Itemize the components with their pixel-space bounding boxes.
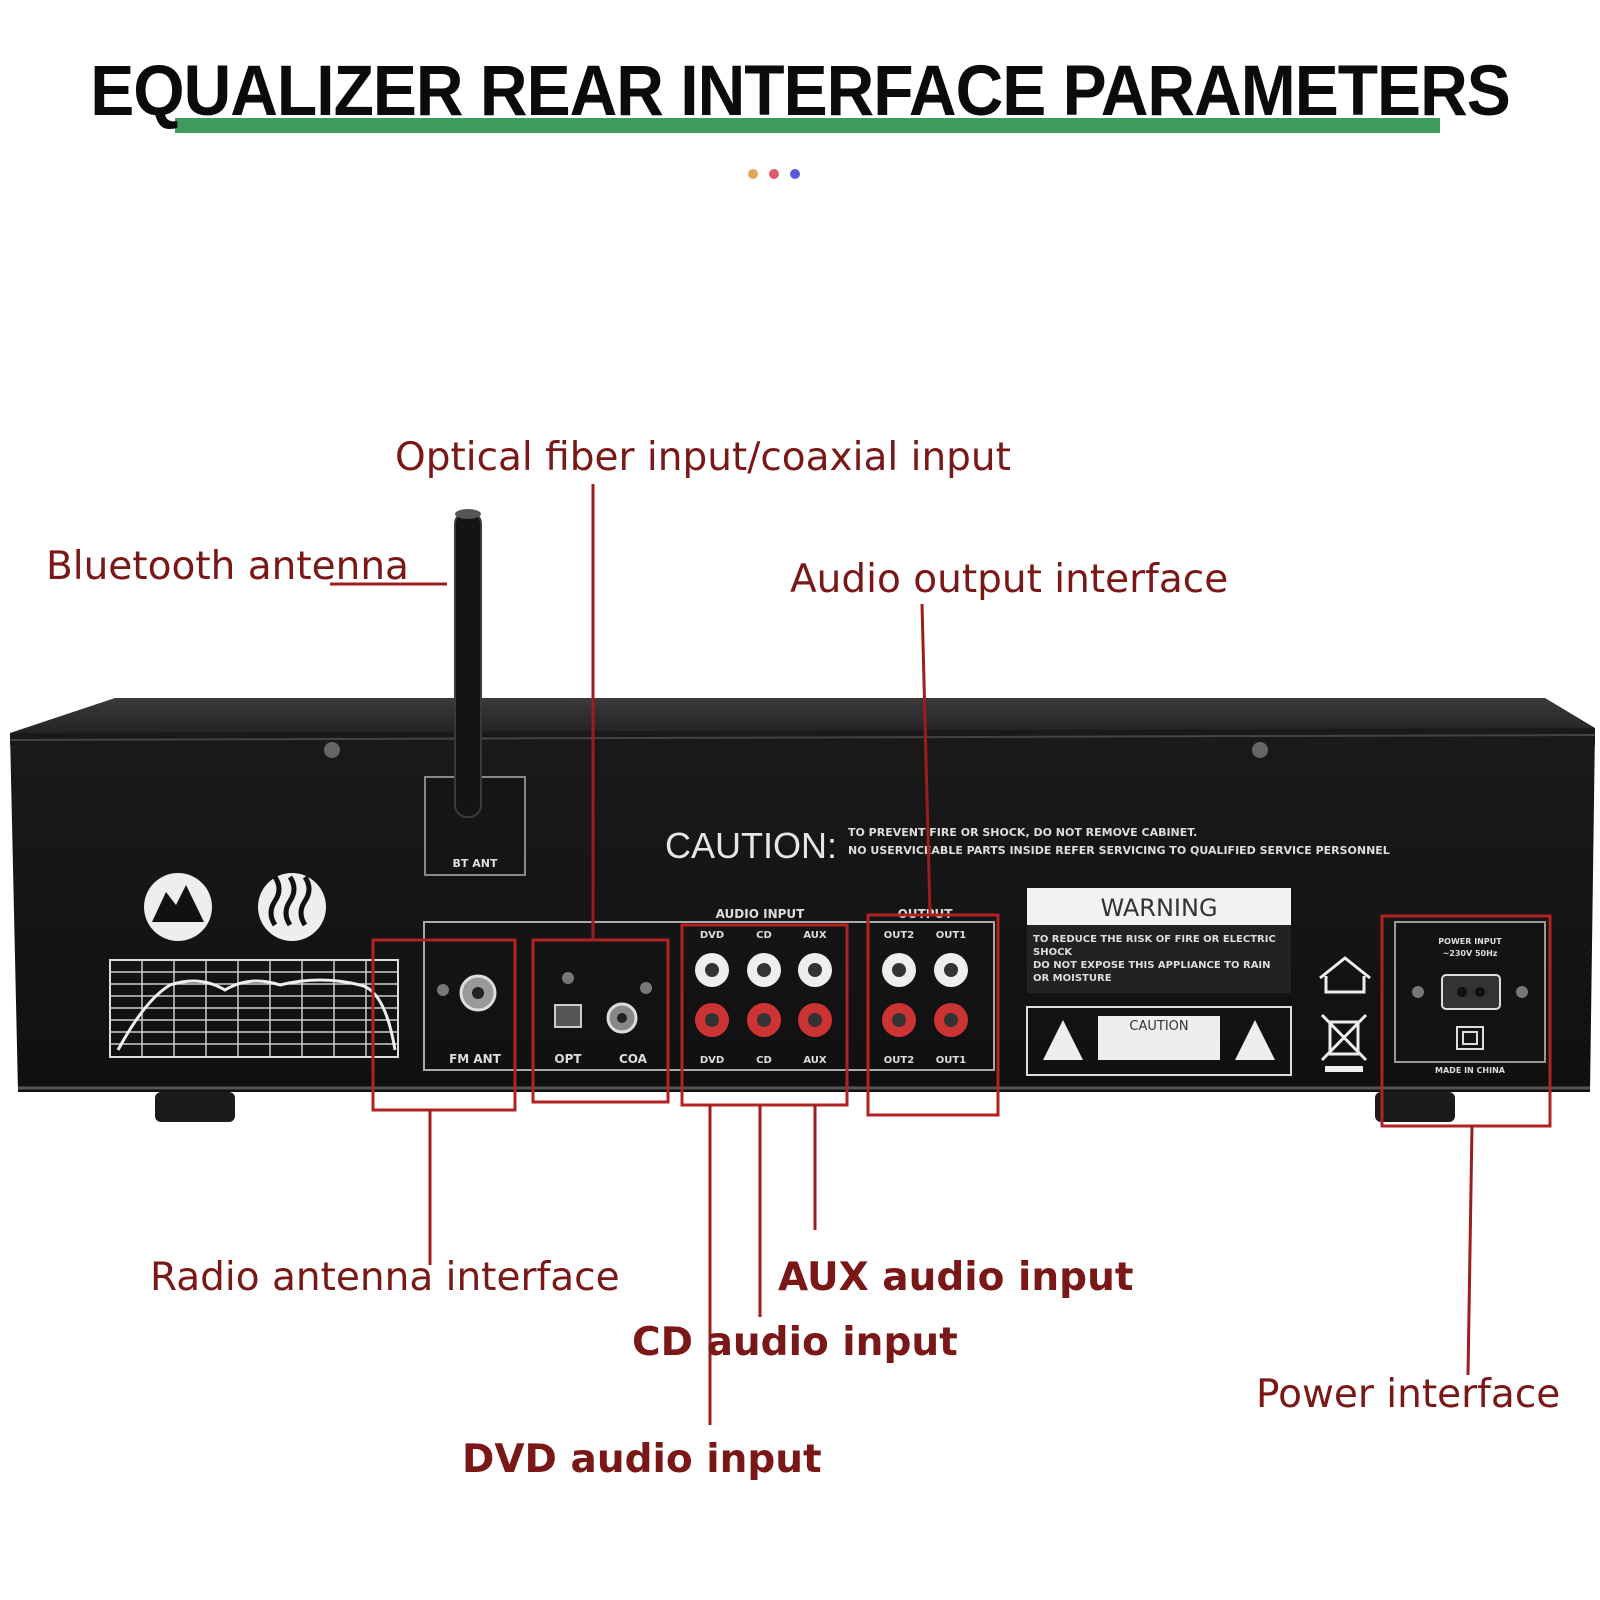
lightning-warning-icon: [1043, 1020, 1083, 1060]
out2-bottom-label: OUT2: [884, 1055, 914, 1066]
power-rating-label: ~230V 50Hz: [1443, 949, 1498, 958]
audio-output-leader: [920, 603, 932, 916]
cd-bottom-label: CD: [756, 1055, 772, 1066]
coa-label: COA: [619, 1052, 648, 1066]
exclamation-warning-icon: [1235, 1020, 1275, 1060]
aux-bottom-label: AUX: [803, 1055, 827, 1066]
page-title: EQUALIZER REAR INTERFACE PARAMETERS: [90, 50, 1511, 130]
callout-dvd: DVD audio input: [462, 1437, 822, 1482]
caution-small-label: CAUTION: [1129, 1019, 1188, 1034]
power-leader: [1466, 1125, 1474, 1376]
caution-line-1: TO PREVENT FIRE OR SHOCK, DO NOT REMOVE …: [848, 826, 1197, 839]
out1-top-label: OUT1: [936, 930, 966, 941]
callout-optical: Optical fiber input/coaxial input: [395, 435, 1011, 480]
decorative-dots: [748, 169, 800, 179]
power-socket: [1441, 974, 1501, 1010]
dot-1: [748, 169, 758, 179]
house-icon: [1319, 956, 1371, 994]
fm-ant-label: FM ANT: [449, 1052, 502, 1066]
cd-top-label: CD: [756, 930, 772, 941]
warning-text-2: SHOCK: [1033, 947, 1073, 958]
bt-ant-label: BT ANT: [453, 857, 498, 870]
power-box: [1380, 914, 1552, 1128]
caution-line-2: NO USERVICEABLE PARTS INSIDE REFER SERVI…: [848, 844, 1390, 857]
made-in-label: MADE IN CHINA: [1435, 1066, 1506, 1075]
foot-right: [1375, 1092, 1455, 1122]
callout-aux: AUX audio input: [778, 1255, 1134, 1300]
output-rca-box: [866, 913, 1000, 1117]
callout-power: Power interface: [1256, 1372, 1561, 1417]
callout-bluetooth: Bluetooth antenna: [46, 544, 409, 589]
warning-text-3: DO NOT EXPOSE THIS APPLIANCE TO RAIN: [1033, 960, 1271, 971]
dot-2: [769, 169, 779, 179]
dvd-top-label: DVD: [700, 930, 724, 941]
warning-text-4: OR MOISTURE: [1033, 973, 1112, 984]
chassis-body: [10, 728, 1595, 1092]
foot-left: [155, 1092, 235, 1122]
caution-title: CAUTION:: [665, 825, 837, 866]
weee-bin-icon: [1320, 1013, 1368, 1062]
input-rca-box: [680, 923, 849, 1107]
title-underline: [175, 118, 1440, 133]
rca-white-row: [695, 953, 968, 987]
warning-title: WARNING: [1100, 894, 1217, 922]
aux-top-label: AUX: [803, 930, 827, 941]
out2-top-label: OUT2: [884, 930, 914, 941]
rca-red-row: [695, 1003, 968, 1037]
optical-jack: [554, 1004, 582, 1028]
opt-label: OPT: [554, 1052, 582, 1066]
caution-sticker: [1026, 1006, 1292, 1076]
callout-radio: Radio antenna interface: [150, 1255, 620, 1300]
callout-cd: CD audio input: [632, 1320, 958, 1365]
radio-antenna-box: [371, 938, 517, 1112]
callout-audio-output: Audio output interface: [790, 557, 1229, 602]
dvd-bottom-label: DVD: [700, 1055, 724, 1066]
dot-3: [790, 169, 800, 179]
double-insulation-icon: [1456, 1026, 1484, 1050]
bluetooth-antenna-icon: [454, 511, 482, 818]
power-input-label: POWER INPUT: [1438, 937, 1502, 946]
optical-coaxial-box: [531, 938, 670, 1104]
audio-input-label: AUDIO INPUT: [716, 907, 806, 921]
input-panel: [423, 921, 995, 1071]
out1-bottom-label: OUT1: [936, 1055, 966, 1066]
warning-text-1: TO REDUCE THE RISK OF FIRE OR ELECTRIC: [1033, 934, 1276, 945]
